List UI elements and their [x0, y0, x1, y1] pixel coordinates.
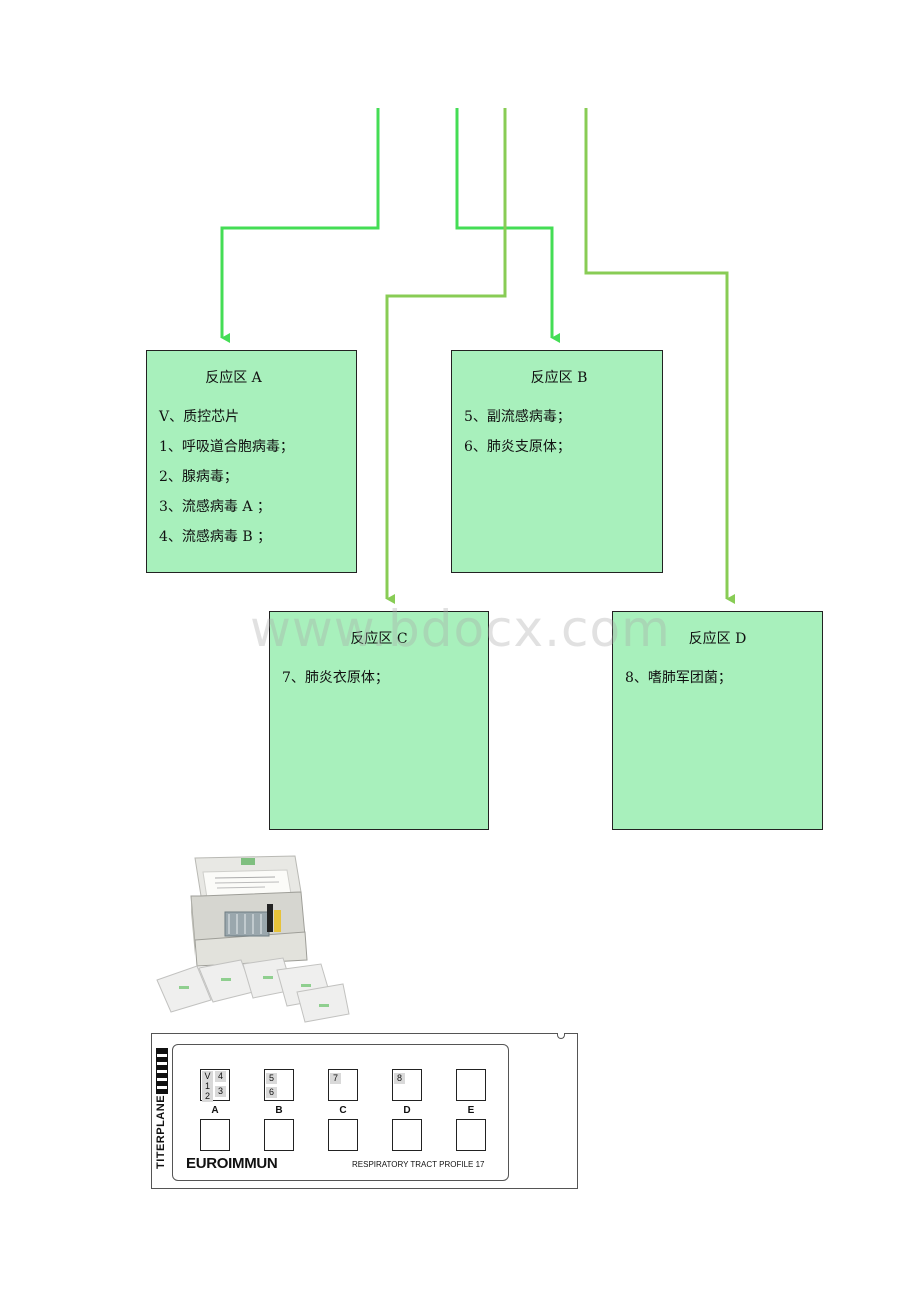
zone-title: 反应区 C [350, 631, 408, 647]
barcode [156, 1048, 168, 1094]
field-chip: 6 [266, 1087, 277, 1098]
zone-title: 反应区 B [530, 370, 588, 386]
zone-item: 6、肺炎支原体； [464, 439, 571, 455]
slide-notch [557, 1033, 565, 1039]
reaction-field-empty [200, 1119, 230, 1151]
zone-item: 4、流感病毒 B ； [159, 529, 272, 545]
reaction-zone-c: 反应区 C 7、肺炎衣原体； [269, 611, 489, 830]
field-label: A [211, 1105, 219, 1116]
reaction-field-a: V 4 1 2 3 [200, 1069, 230, 1102]
field-chip: 2 [202, 1091, 213, 1102]
field-label: E [467, 1105, 475, 1116]
reaction-zone-b: 反应区 B 5、副流感病毒； 6、肺炎支原体； [451, 350, 663, 573]
slide-side-label: TITERPLANE [155, 1094, 167, 1170]
field-chip: 1 [202, 1081, 213, 1092]
zone-title: 反应区 D [688, 631, 747, 647]
reaction-field-e [456, 1069, 486, 1101]
field-chip: 4 [215, 1071, 226, 1082]
reaction-field-empty [392, 1119, 422, 1151]
reaction-zone-a: 反应区 A V、质控芯片 1、呼吸道合胞病毒； 2、腺病毒； 3、流感病毒 A … [146, 350, 357, 573]
reaction-zone-d: 反应区 D 8、嗜肺军团菌； [612, 611, 823, 830]
reaction-field-d: 8 [392, 1069, 422, 1101]
watermark: www.bdocx.com [250, 600, 671, 658]
connector-to-zone-a [220, 108, 380, 343]
zone-item: 8、嗜肺军团菌； [625, 670, 732, 686]
reaction-field-empty [264, 1119, 294, 1151]
zone-item: V、质控芯片 [159, 409, 240, 425]
connector-to-zone-d [584, 108, 735, 604]
zone-title: 反应区 A [205, 370, 262, 386]
field-chip: 7 [330, 1073, 341, 1084]
zone-item: 3、流感病毒 A ； [159, 499, 271, 515]
field-chip: V [202, 1071, 213, 1082]
reaction-field-empty [328, 1119, 358, 1151]
field-chip: 3 [215, 1086, 226, 1097]
brand-logo-text: EUROIMMUN [186, 1155, 278, 1172]
reaction-field-c: 7 [328, 1069, 358, 1101]
profile-name: RESPIRATORY TRACT PROFILE 17 [352, 1160, 485, 1169]
zone-item: 5、副流感病毒； [464, 409, 571, 425]
zone-item: 1、呼吸道合胞病毒； [159, 439, 294, 455]
reaction-field-b: 5 6 [264, 1069, 294, 1101]
titerplane-slide: TITERPLANE V 4 1 2 3 A 5 6 B 7 C 8 D E [151, 1033, 578, 1189]
reaction-field-empty [456, 1119, 486, 1151]
field-label: C [339, 1105, 347, 1116]
field-label: D [403, 1105, 411, 1116]
connector-to-zone-c [385, 108, 507, 604]
slide-frame: V 4 1 2 3 A 5 6 B 7 C 8 D E EUROIMMUN RE… [172, 1044, 509, 1181]
field-chip: 5 [266, 1073, 277, 1084]
field-chip: 8 [394, 1073, 405, 1084]
test-kit-photo [156, 855, 350, 1023]
zone-item: 2、腺病毒； [159, 469, 238, 485]
zone-item: 7、肺炎衣原体； [282, 670, 389, 686]
field-label: B [275, 1105, 283, 1116]
